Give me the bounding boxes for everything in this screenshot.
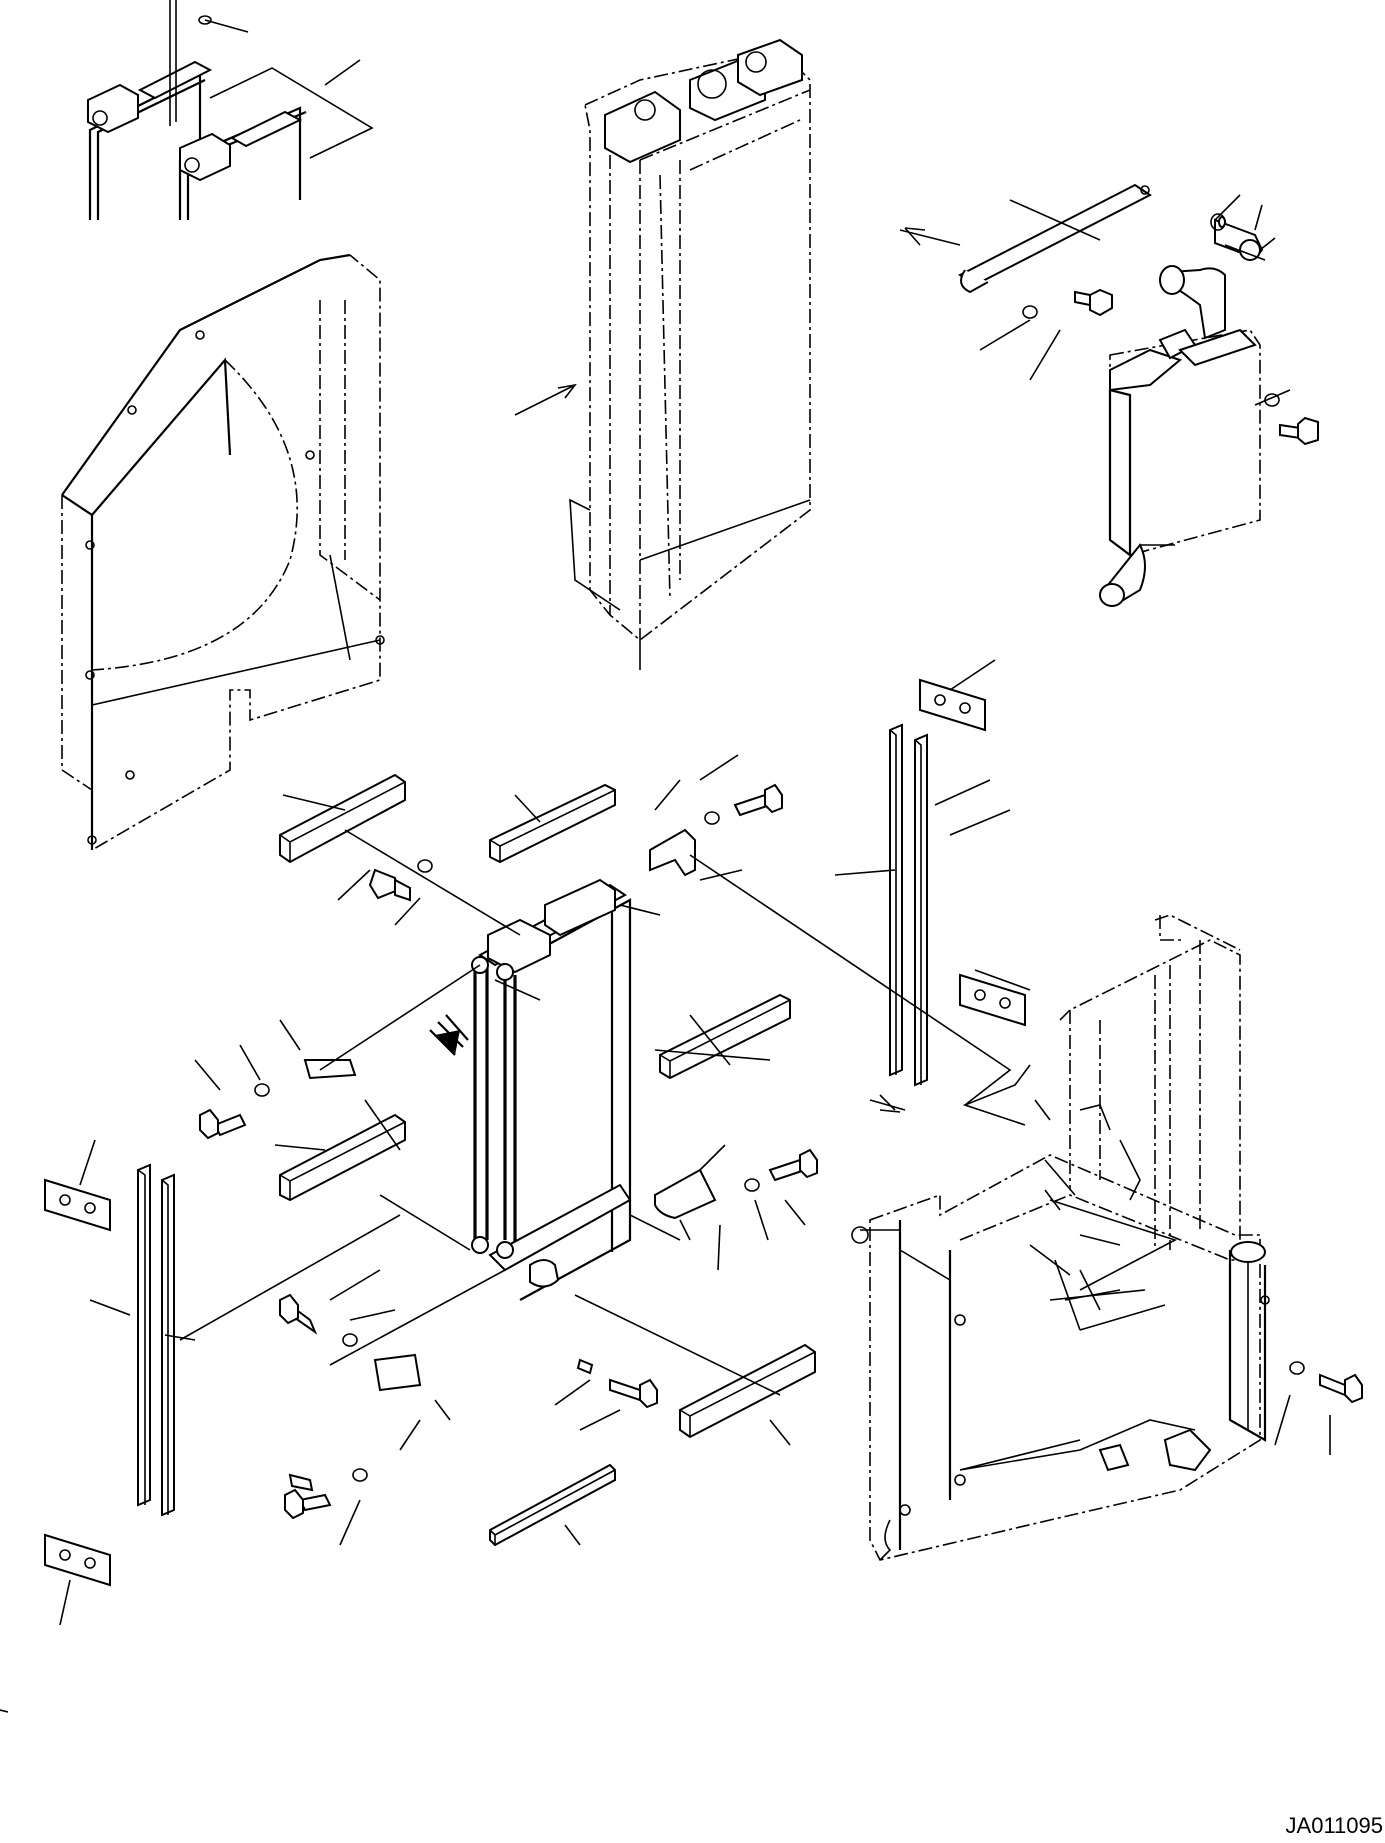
radiator-assembly xyxy=(514,38,811,670)
drawing-code-label: JA011095 xyxy=(1285,1813,1383,1838)
aftercooler-assembly xyxy=(899,183,1319,607)
oil-cooler xyxy=(471,878,681,1301)
bolts-washers xyxy=(199,783,1363,1520)
brackets xyxy=(303,828,717,1392)
vertical-bars-right xyxy=(889,723,928,1087)
mounting-plates xyxy=(44,678,1026,1587)
airflow-arrow xyxy=(429,1014,469,1056)
spacer-blocks xyxy=(279,773,816,1547)
leader-lines xyxy=(0,659,1331,1713)
radiator-cap-detail xyxy=(87,0,374,220)
assembly-lines xyxy=(179,829,1178,1396)
vertical-bars-left xyxy=(137,1163,175,1517)
frame-assembly xyxy=(851,914,1270,1561)
fan-shroud xyxy=(61,253,385,852)
